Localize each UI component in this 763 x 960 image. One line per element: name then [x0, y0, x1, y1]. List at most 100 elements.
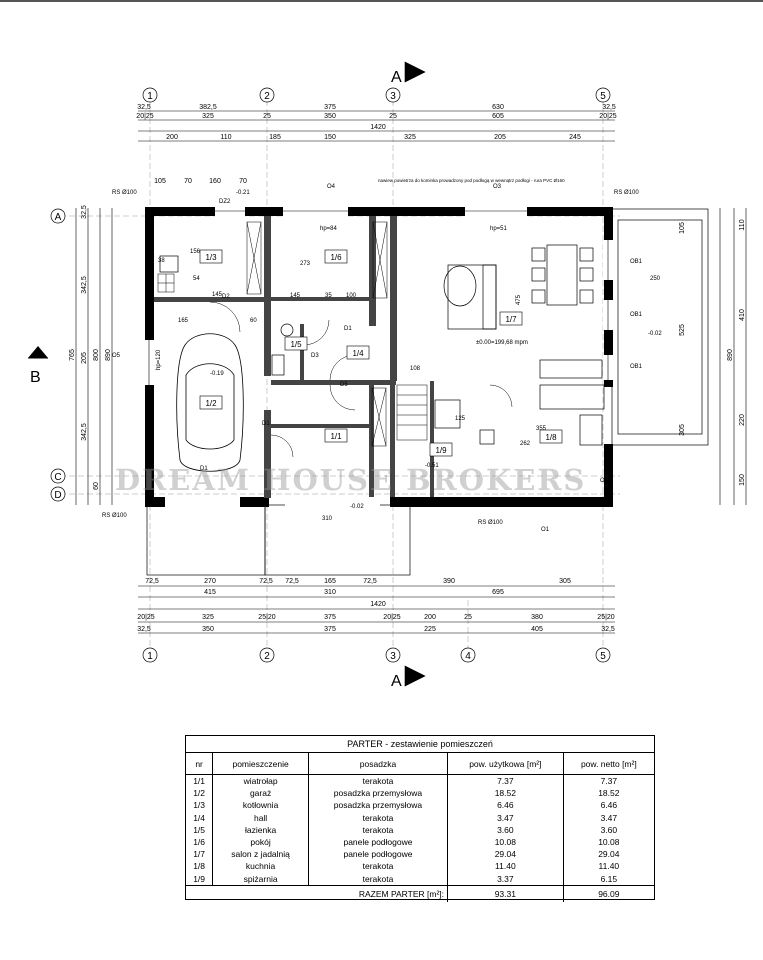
cell-net-area: 6.46 — [562, 799, 654, 812]
dim-text: 410 — [739, 309, 746, 321]
level-label: -0.51 — [425, 463, 439, 469]
rs-label: RS Ø100 — [102, 513, 127, 519]
rooms-summary-table: PARTER - zestawienie pomieszczeń nr pomi… — [185, 735, 655, 902]
room-dim: 355 — [536, 426, 547, 432]
cell-room: łazienka — [212, 823, 309, 836]
dim-text: 375 — [324, 626, 336, 633]
dim-text: 110 — [739, 219, 746, 230]
dim-text: 325 — [202, 113, 214, 120]
interior-walls — [154, 216, 434, 498]
room-dim: 100 — [346, 293, 357, 299]
axis-bottom-3: 3 — [390, 651, 396, 662]
axis-letter-a: A — [55, 212, 62, 223]
dim-text: 350 — [324, 113, 336, 120]
cell-floor: posadzka przemysłowa — [307, 799, 448, 812]
cell-nr: 1/7 — [193, 849, 206, 860]
axis-bottom-4: 4 — [465, 651, 471, 662]
dim-text: 380 — [531, 614, 543, 621]
level-label: -0.02 — [350, 504, 364, 510]
dim-text: 325 — [202, 614, 214, 621]
door-swings — [209, 301, 513, 458]
table-total-row: RAZEM PARTER [m²]: 93.31 96.09 — [186, 884, 654, 902]
dim-text: 200 — [166, 134, 178, 141]
section-markers: A A B — [28, 61, 426, 690]
dim-text: 70 — [184, 178, 192, 185]
cell-room: kotłownia — [212, 799, 309, 812]
table-caption: PARTER - zestawienie pomieszczeń — [186, 736, 654, 753]
cell-room: salon z jadalnią — [212, 848, 309, 861]
plan-annotations: RS Ø100 RS Ø100 RS Ø100 RS Ø100 O4 O3 O2… — [102, 184, 662, 533]
car-icon — [176, 333, 244, 472]
room-label-1-8: 1/8 — [545, 433, 557, 442]
window-label: O1 — [541, 527, 550, 533]
room-label-1-4: 1/4 — [352, 349, 364, 358]
rs-label: RS Ø100 — [614, 190, 639, 196]
dim-text: 72,5 — [145, 578, 159, 585]
rs-label: RS Ø100 — [478, 520, 503, 526]
air-supply-note: nawiew powietrza do kominka prowadzony p… — [378, 178, 565, 183]
wall-openings — [144, 206, 614, 508]
cell-floor: terakota — [307, 811, 448, 824]
room-label-1-7: 1/7 — [505, 315, 517, 324]
dim-text: 150 — [739, 474, 746, 486]
section-mark-bottom: A — [391, 673, 402, 690]
dim-text: 630 — [492, 104, 504, 111]
door-label: D1 — [200, 466, 208, 472]
dim-text: 800 — [93, 349, 100, 361]
window-label: O3 — [493, 184, 502, 190]
dim-text: 375 — [324, 614, 336, 621]
axis-letter-d: D — [54, 490, 61, 501]
dim-text: 1420 — [370, 601, 386, 608]
cell-usable-area: 29.04 — [447, 848, 564, 861]
dim-text: 200 — [424, 614, 436, 621]
dim-text: 325 — [404, 134, 416, 141]
dim-text: 525 — [679, 324, 686, 336]
axis-top-2: 2 — [264, 91, 270, 102]
section-mark-top: A — [391, 69, 402, 86]
room-label-1-5: 1/5 — [290, 340, 302, 349]
cell-nr: 1/3 — [193, 800, 206, 811]
dim-text: 405 — [531, 626, 543, 633]
dim-text: 185 — [269, 134, 281, 141]
dim-text: 25 — [263, 113, 271, 120]
dim-text: 25|20 — [597, 614, 614, 621]
dimensions-left: 342,5 205 342,5 765 800 890 32,5 60 — [69, 205, 112, 490]
room-labels: 1/3 1/6 1/7 1/5 1/4 1/2 1/1 1/8 1/9 — [199, 249, 563, 457]
hp-label: hp=51 — [490, 226, 508, 232]
hp-label: hp=84 — [320, 226, 338, 232]
dim-text: 310 — [324, 589, 336, 596]
dim-text: 72,5 — [285, 578, 299, 585]
window-glazing — [148, 210, 609, 385]
dim-text: 605 — [492, 113, 504, 120]
cell-net-area: 6.15 — [562, 872, 654, 886]
dim-text: 25 — [389, 113, 397, 120]
dimensions-bottom: 72,5 270 72,5 72,5 165 72,5 390 305 415 … — [137, 578, 615, 633]
cell-usable-area: 3.60 — [447, 823, 564, 836]
dim-text: 60 — [93, 482, 100, 490]
axis-top-3: 3 — [390, 91, 396, 102]
cell-room: garaż — [212, 787, 309, 800]
dim-text: 72,5 — [363, 578, 377, 585]
dim-text: 165 — [324, 578, 336, 585]
level-label: -0.02 — [648, 331, 662, 337]
dim-text: 20|25 — [599, 113, 616, 120]
dim-text: 695 — [492, 589, 504, 596]
axis-labels: 1 2 3 5 1 2 3 4 5 A C D — [54, 91, 606, 662]
dim-text: 890 — [105, 349, 112, 361]
cell-room: kuchnia — [212, 860, 309, 873]
dim-text: 1420 — [370, 124, 386, 131]
level-label: ±0.00=199,68 mpm — [476, 340, 528, 346]
cell-floor: posadzka przemysłowa — [307, 787, 448, 800]
room-label-1-6: 1/6 — [330, 253, 342, 262]
axis-top-5: 5 — [600, 91, 606, 102]
door-label: D1 — [344, 326, 352, 332]
dim-text: 890 — [727, 349, 734, 361]
level-label: -0.21 — [236, 190, 250, 196]
room-dim: 156 — [190, 249, 201, 255]
